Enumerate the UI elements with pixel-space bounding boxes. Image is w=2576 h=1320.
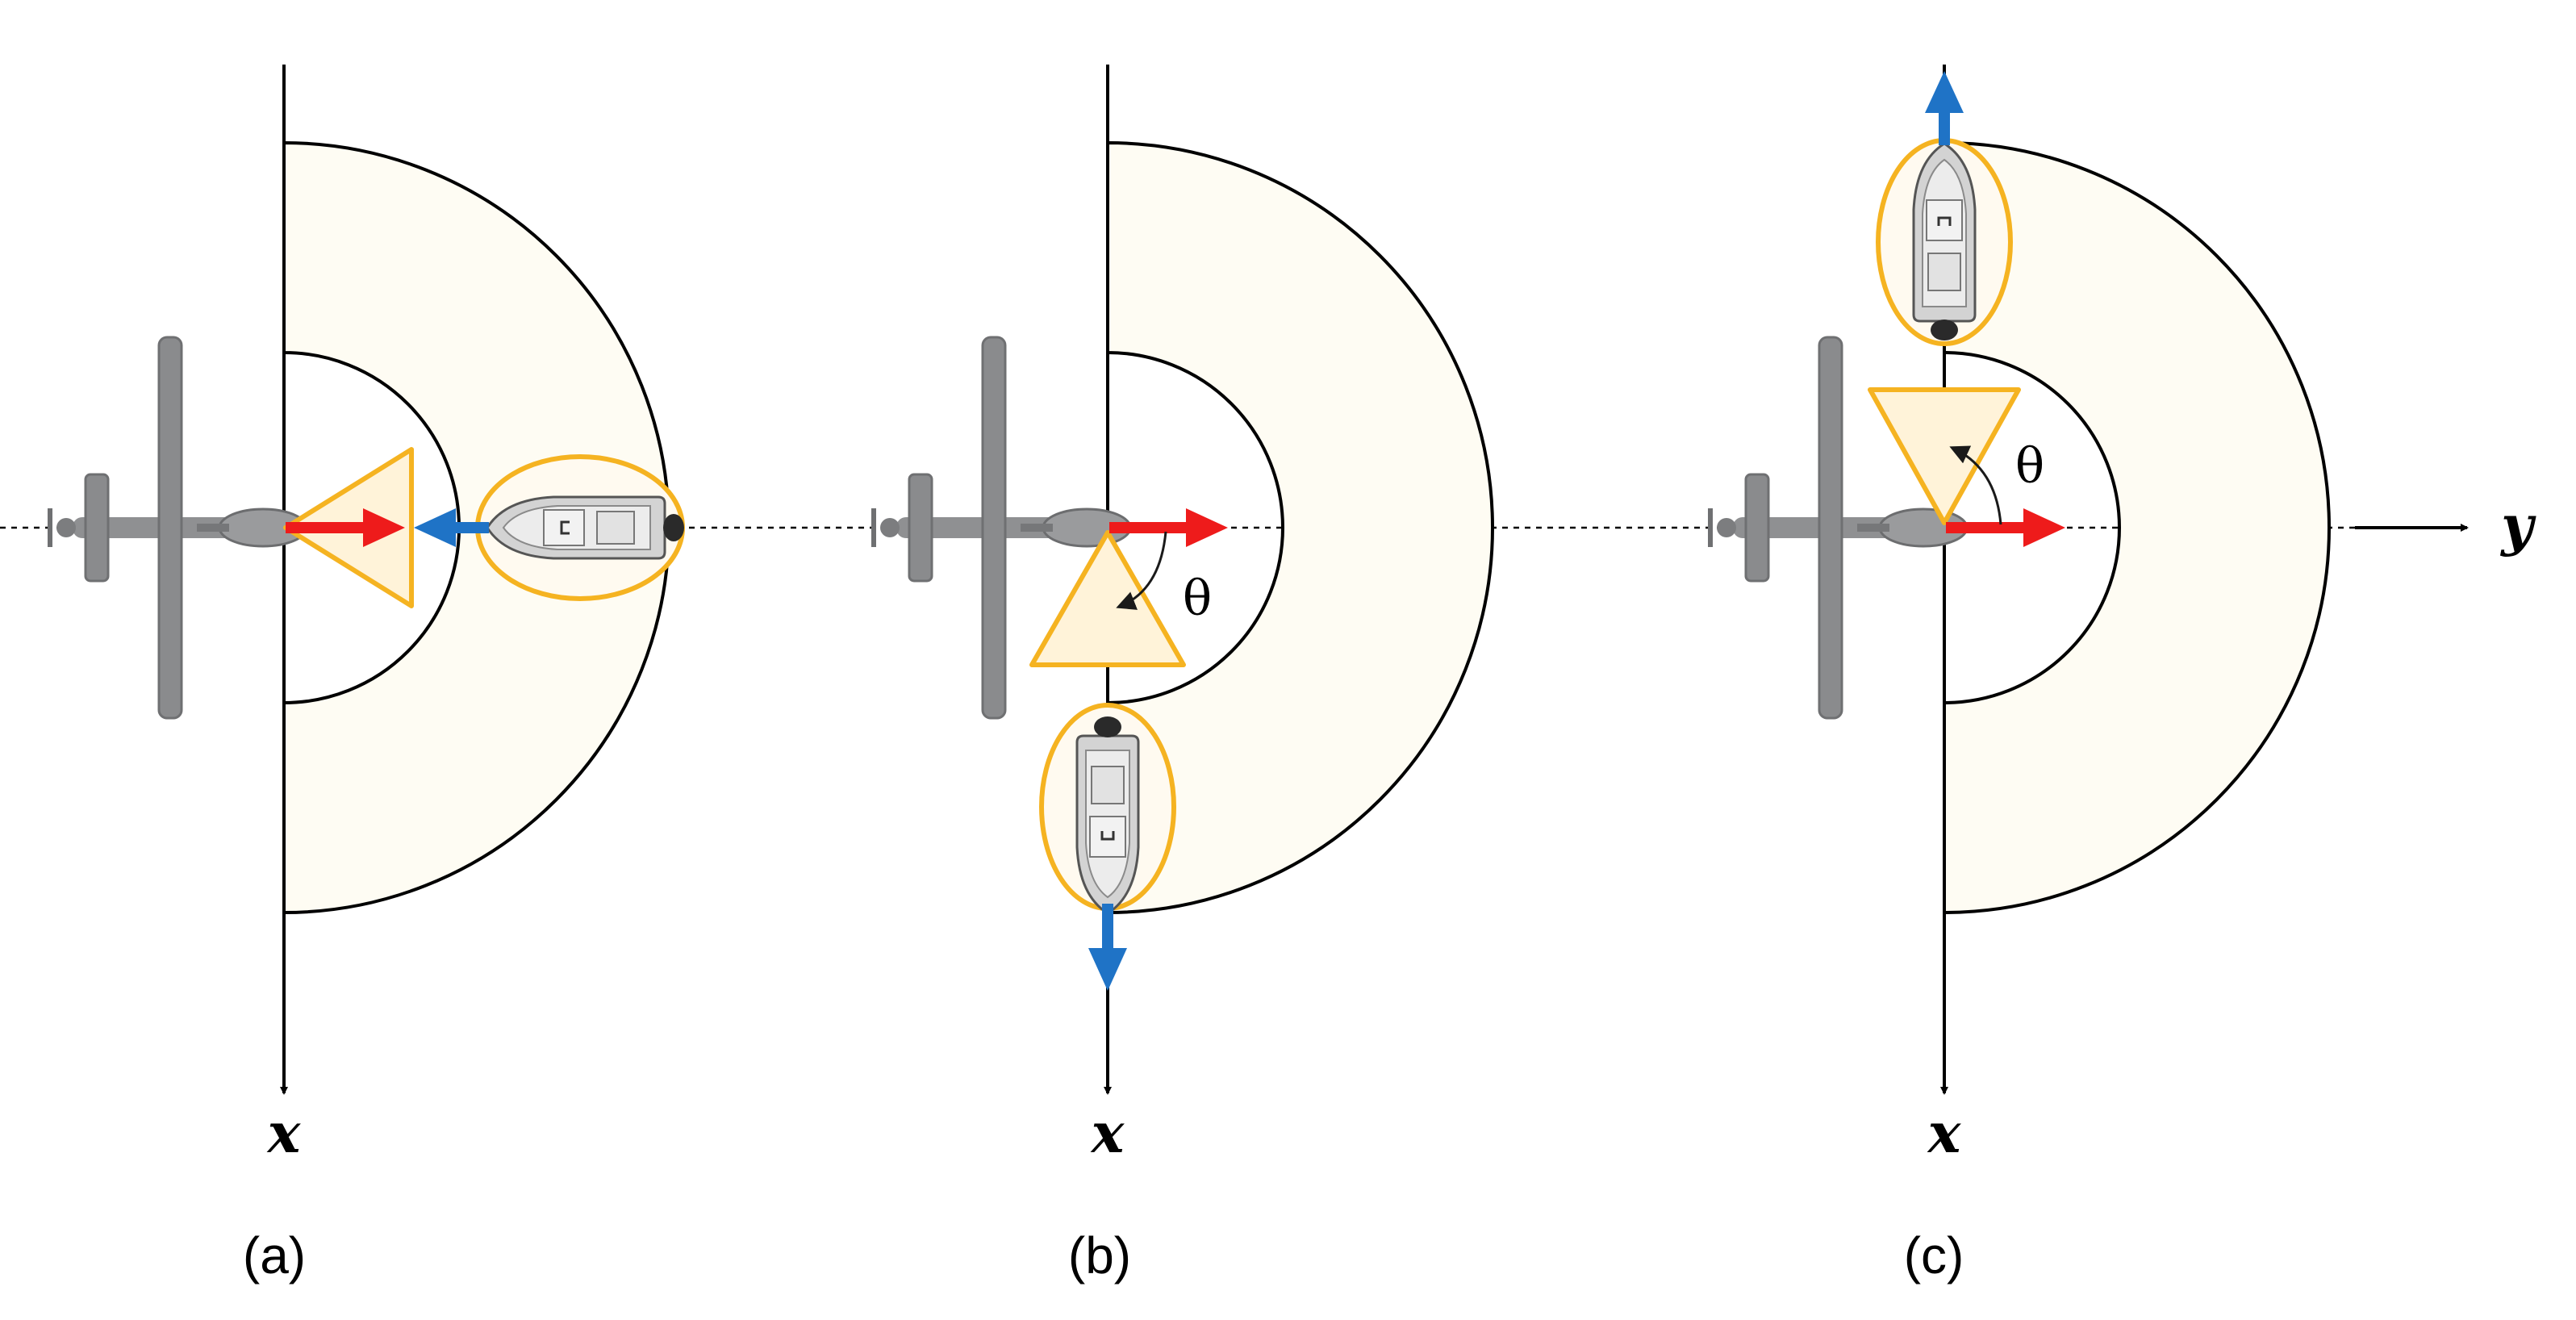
aircraft-velocity-arrow-a	[286, 508, 405, 547]
caption-a: (a)	[243, 1226, 306, 1284]
x-axis-label-c: x	[1927, 1101, 1962, 1166]
boat-icon	[1075, 715, 1140, 915]
panel-a: x (a)	[50, 65, 686, 1284]
boat-velocity-arrow-c	[1925, 71, 1964, 145]
caption-c: (c)	[1904, 1226, 1964, 1284]
x-axis-label-a: x	[266, 1101, 302, 1166]
y-axis-label: y	[2499, 494, 2536, 558]
boat-icon	[1912, 142, 1977, 342]
aircraft-velocity-arrow-b	[1109, 508, 1228, 547]
airplane-icon	[50, 337, 307, 718]
theta-label-b: θ	[1183, 570, 1212, 627]
boat-velocity-arrow-a	[414, 508, 489, 547]
boat-icon	[486, 495, 686, 560]
encounter-ring-b	[1106, 140, 1494, 915]
boat-velocity-arrow-b	[1088, 904, 1127, 991]
aircraft-velocity-arrow-c	[1946, 508, 2065, 547]
caption-b: (b)	[1068, 1226, 1131, 1284]
x-axis-label-b: x	[1090, 1101, 1125, 1166]
theta-label-c: θ	[2015, 438, 2044, 495]
panel-b: θ x (b)	[874, 65, 1494, 1284]
sensor-fov-triangle-b	[1029, 530, 1186, 667]
theta-arc-c	[1949, 445, 2002, 525]
sensor-fov-triangle-c	[1868, 387, 2021, 525]
panel-c: θ x (c)	[1710, 65, 2469, 1284]
encounter-ring-c	[1943, 140, 2331, 915]
theta-arc-b	[1116, 531, 1167, 610]
